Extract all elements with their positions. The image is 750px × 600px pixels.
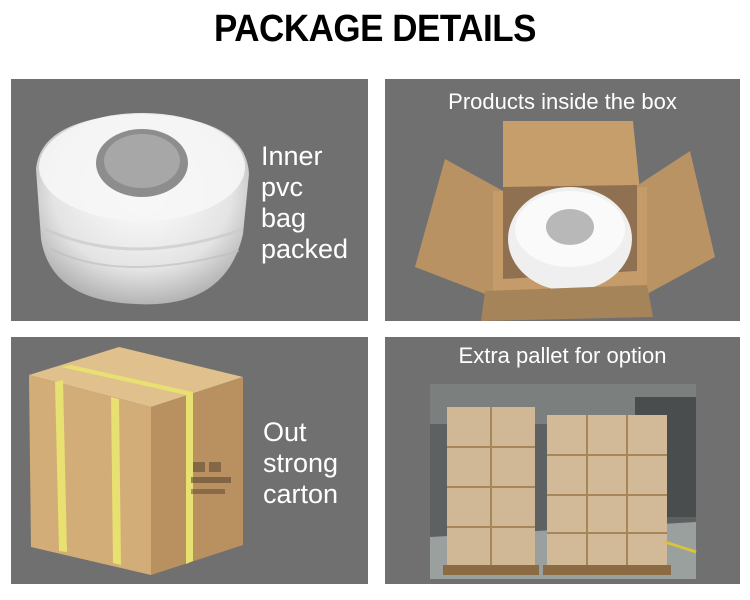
panel-strong-carton: Out strong carton <box>11 337 368 584</box>
page-title: PACKAGE DETAILS <box>214 8 536 50</box>
open-box-image <box>415 121 715 321</box>
carton-caption: Out strong carton <box>263 417 339 509</box>
panel-pallet: Extra pallet for option <box>385 337 740 584</box>
inside-box-caption: Products inside the box <box>448 89 677 114</box>
pallet-caption: Extra pallet for option <box>458 343 667 368</box>
carton-box-image <box>29 347 243 575</box>
pallet-warehouse-image <box>430 384 697 579</box>
panel-inside-box: Products inside the box <box>385 79 740 321</box>
pvc-bag-caption: Inner pvc bag packed <box>261 141 349 264</box>
pvc-bag-roll-image <box>36 113 249 305</box>
panel-pvc-bag: Inner pvc bag packed <box>11 79 368 321</box>
